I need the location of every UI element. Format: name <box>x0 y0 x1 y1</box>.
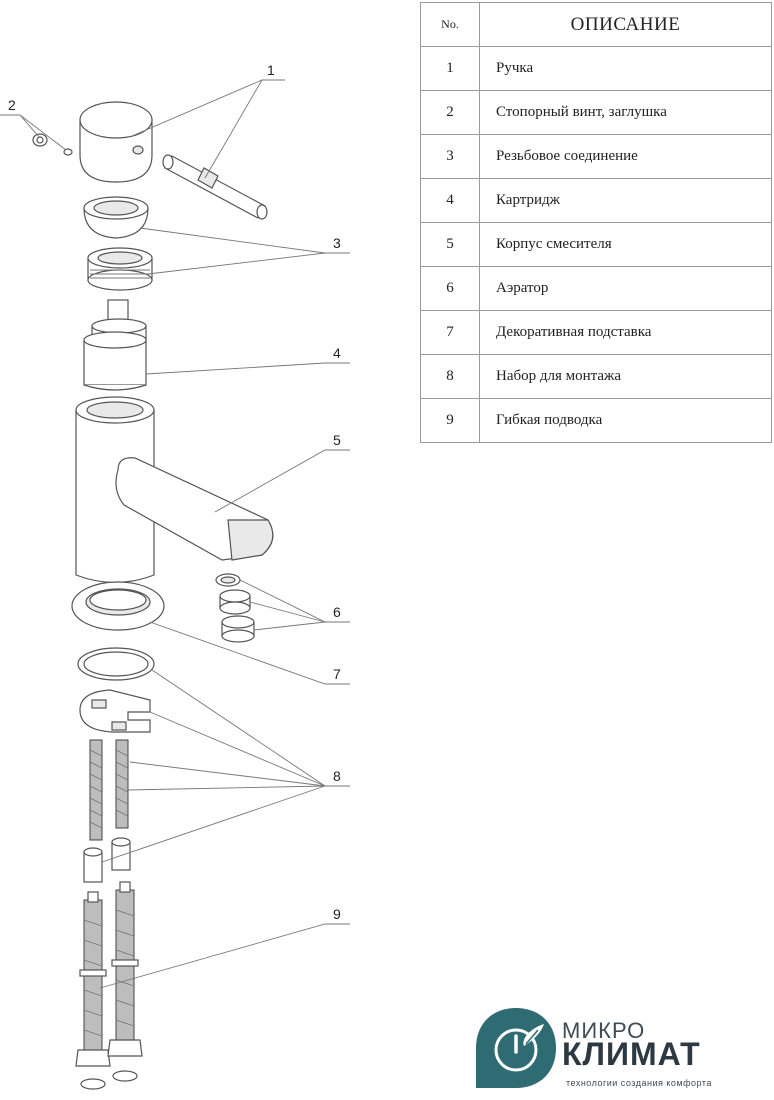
table-row: 9 Гибкая подводка <box>420 398 772 443</box>
header-description: ОПИСАНИЕ <box>479 2 772 47</box>
callout-7: 7 <box>333 666 341 682</box>
row-number: 4 <box>420 178 480 223</box>
row-description: Картридж <box>479 178 772 223</box>
row-number: 3 <box>420 134 480 179</box>
part-decorative-base <box>71 581 165 631</box>
callout-6: 6 <box>333 604 341 620</box>
table-row: 3 Резьбовое соединение <box>420 134 772 179</box>
parts-legend-table: No. ОПИСАНИЕ 1 Ручка 2 Стопорный винт, з… <box>420 2 772 443</box>
table-row: 4 Картридж <box>420 178 772 223</box>
callout-labels: 1 2 3 4 5 6 7 8 9 <box>8 62 341 922</box>
leaf-power-icon <box>476 1008 556 1088</box>
callout-9: 9 <box>333 906 341 922</box>
table-row: 5 Корпус смесителя <box>420 222 772 267</box>
row-description: Декоративная подставка <box>479 310 772 355</box>
row-number: 2 <box>420 90 480 135</box>
row-description: Стопорный винт, заглушка <box>479 90 772 135</box>
table-row: 8 Набор для монтажа <box>420 354 772 399</box>
part-set-screw-plug <box>32 133 73 156</box>
callout-1: 1 <box>267 62 275 78</box>
row-description: Резьбовое соединение <box>479 134 772 179</box>
row-number: 9 <box>420 398 480 443</box>
leader-lines <box>0 79 350 989</box>
part-mixer-body <box>75 396 274 584</box>
row-description: Аэратор <box>479 266 772 311</box>
brand-logo-block: МИКРО КЛИМАТ технологии создания комфорт… <box>470 1000 760 1095</box>
table-header-row: No. ОПИСАНИЕ <box>420 2 772 47</box>
table-row: 1 Ручка <box>420 46 772 91</box>
row-number: 1 <box>420 46 480 91</box>
row-description: Набор для монтажа <box>479 354 772 399</box>
row-description: Корпус смесителя <box>479 222 772 267</box>
callout-3: 3 <box>333 235 341 251</box>
table-row: 2 Стопорный винт, заглушка <box>420 90 772 135</box>
header-number: No. <box>420 2 480 47</box>
table-row: 6 Аэратор <box>420 266 772 311</box>
callout-8: 8 <box>333 768 341 784</box>
callout-5: 5 <box>333 432 341 448</box>
part-flexible-hoses <box>75 881 143 1090</box>
brand-name-line1: МИКРО <box>562 1018 646 1043</box>
row-number: 8 <box>420 354 480 399</box>
table-row: 7 Декоративная подставка <box>420 310 772 355</box>
brand-tagline: технологии создания комфорта <box>566 1078 712 1088</box>
row-description: Гибкая подводка <box>479 398 772 443</box>
row-description: Ручка <box>479 46 772 91</box>
row-number: 5 <box>420 222 480 267</box>
part-cartridge <box>83 299 147 391</box>
brand-name-line2: КЛИМАТ <box>562 1036 701 1072</box>
callout-2: 2 <box>8 97 16 113</box>
part-mounting-kit <box>77 647 155 883</box>
callout-4: 4 <box>333 345 341 361</box>
row-number: 6 <box>420 266 480 311</box>
row-number: 7 <box>420 310 480 355</box>
part-threaded-connection <box>83 196 153 291</box>
part-aerator <box>215 573 255 643</box>
